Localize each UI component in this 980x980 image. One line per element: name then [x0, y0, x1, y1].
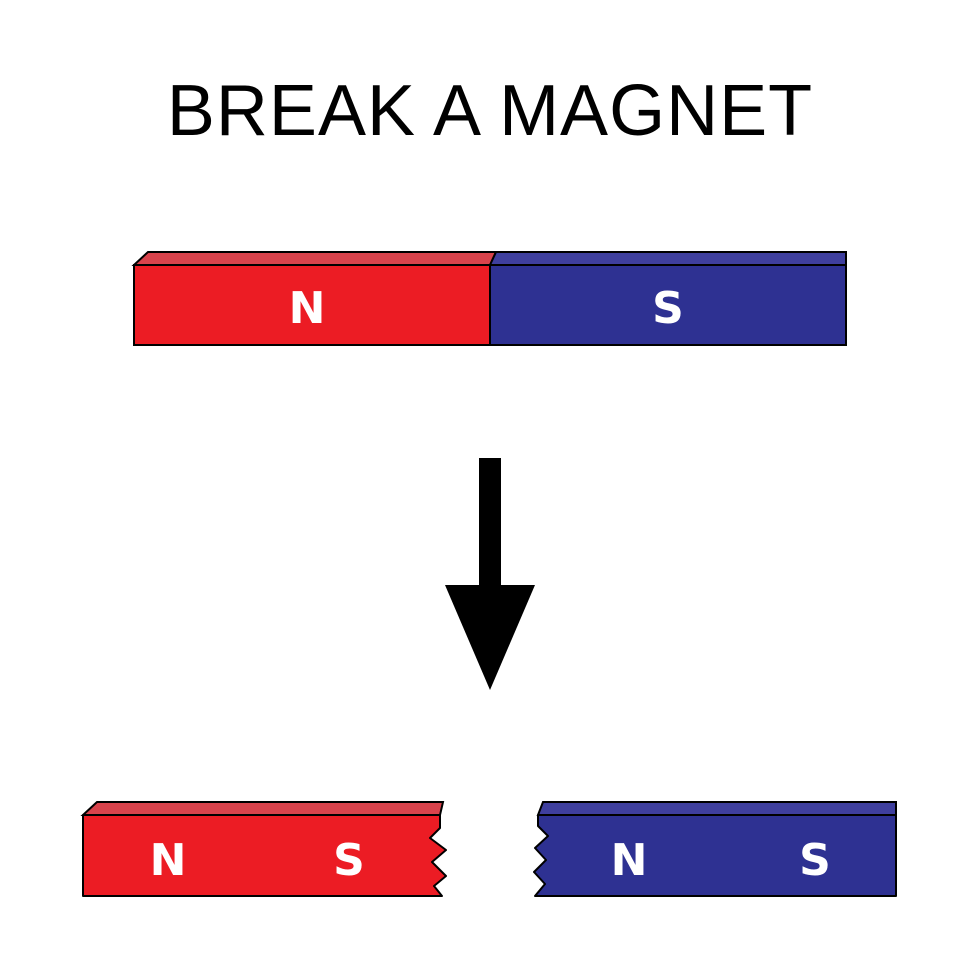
down-arrow-icon: [445, 458, 535, 690]
whole-magnet: N S: [131, 251, 847, 346]
right-piece-top: [536, 801, 897, 816]
right-piece-body: [533, 814, 897, 897]
whole-magnet-south-half: [489, 264, 847, 346]
whole-magnet-north-half: [133, 264, 491, 346]
left-piece-north-label: N: [150, 835, 187, 886]
whole-magnet-north-label: N: [289, 283, 326, 334]
left-piece-top: [80, 801, 445, 816]
right-piece-south-label: S: [799, 835, 831, 886]
right-broken-piece: N S: [533, 801, 897, 897]
left-piece-south-label: S: [333, 835, 365, 886]
page-title: BREAK A MAGNET: [166, 71, 814, 151]
whole-magnet-south-label: S: [652, 283, 684, 334]
left-broken-piece: N S: [80, 801, 447, 897]
left-piece-body: [82, 814, 447, 897]
whole-magnet-north-top: [131, 251, 498, 266]
right-piece-north-label: N: [611, 835, 648, 886]
whole-magnet-south-top: [488, 251, 847, 266]
